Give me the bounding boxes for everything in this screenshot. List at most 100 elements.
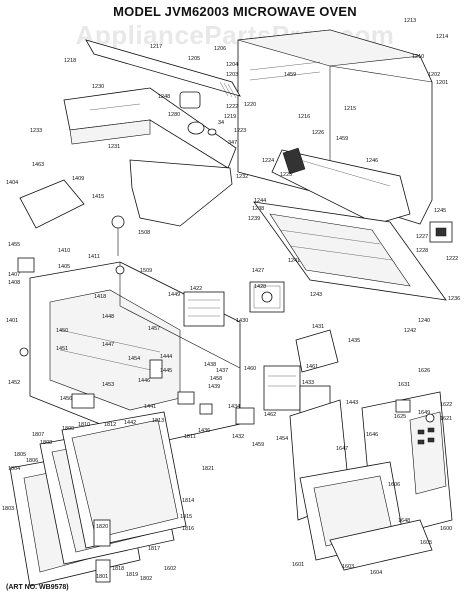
part-number-label: 1422: [190, 286, 202, 292]
part-number-label: 1449: [168, 292, 180, 298]
part-number-label: 1201: [436, 80, 448, 86]
part-number-label: 1202: [428, 72, 440, 78]
part-number-labels: 1213 1214 1217 1218 1206 1205 1204 1210 …: [2, 18, 460, 582]
part-number-label: 1816: [182, 526, 194, 532]
art-number: (ART NO. WB9578): [6, 584, 69, 591]
part-number-label: 1818: [112, 566, 124, 572]
part-number-label: 1239: [248, 216, 260, 222]
part-number-label: 1213: [404, 18, 416, 24]
part-number-label: 1243: [310, 292, 322, 298]
part-number-label: 1409: [72, 176, 84, 182]
part-number-label: 1601: [292, 562, 304, 568]
top-grille-strip: [85, 39, 241, 99]
part-number-label: 1454: [276, 436, 288, 442]
part-number-label: 1813: [152, 418, 164, 424]
part-number-label: 1227: [416, 234, 428, 240]
part-number-label: 1456: [60, 396, 72, 402]
part-number-label: 1427: [252, 268, 264, 274]
part-number-label: 1462: [264, 412, 276, 418]
part-number-label: 1244: [254, 198, 266, 204]
part-number-label: 1453: [102, 382, 114, 388]
part-number-label: 1216: [298, 114, 310, 120]
part-number-label: 1805: [14, 452, 26, 458]
part-number-label: 1808: [40, 440, 52, 446]
part-number-label: 347: [228, 140, 237, 146]
part-number-label: 1428: [254, 284, 266, 290]
part-number-label: 1222: [446, 256, 458, 262]
part-number-label: 1205: [188, 56, 200, 62]
part-number-label: 1508: [138, 230, 150, 236]
door-assembly: [9, 411, 187, 587]
part-number-label: 1459: [284, 72, 296, 78]
part-number-label: 1245: [434, 208, 446, 214]
part-number-label: 1448: [102, 314, 114, 320]
part-number-label: 1407: [8, 272, 20, 278]
part-number-label: 1241: [288, 258, 300, 264]
part-number-label: 1649: [418, 410, 430, 416]
part-number-label: 1807: [32, 432, 44, 438]
part-number-label: 1240: [418, 318, 430, 324]
part-number-label: 1228: [416, 248, 428, 254]
part-number-label: 1819: [126, 572, 138, 578]
part-number-label: 1458: [210, 376, 222, 382]
part-number-label: 1809: [62, 426, 74, 432]
part-number-label: 1806: [26, 458, 38, 464]
waveguide-cover-plate: [253, 201, 447, 301]
part-number-label: 1602: [164, 566, 176, 572]
part-number-label: 1404: [6, 180, 18, 186]
vent-duct-assembly: [63, 87, 237, 169]
part-number-label: 1441: [144, 404, 156, 410]
part-number-label: 1817: [148, 546, 160, 552]
part-number-label: 1439: [208, 384, 220, 390]
part-number-label: 1280: [168, 112, 180, 118]
part-number-label: 1450: [56, 328, 68, 334]
part-number-label: 1803: [2, 506, 14, 512]
transformer: [183, 291, 225, 327]
part-number-label: 1435: [348, 338, 360, 344]
part-number-label: 1812: [104, 422, 116, 428]
part-number-label: 1214: [436, 34, 448, 40]
fan-motor-parts: [179, 91, 217, 136]
part-number-label: 1203: [226, 72, 238, 78]
side-panel: [129, 159, 233, 227]
part-number-label: 1215: [344, 106, 356, 112]
small-parts: [17, 215, 435, 425]
part-number-label: 1605: [420, 540, 432, 546]
thermal-switch: [429, 221, 453, 243]
part-number-label: 1444: [160, 354, 172, 360]
part-number-label: 1405: [58, 264, 70, 270]
part-number-label: 1437: [216, 368, 228, 374]
part-number-label: 1418: [94, 294, 106, 300]
part-number-label: 1204: [226, 62, 238, 68]
part-number-label: 1415: [92, 194, 104, 200]
part-number-label: 1811: [184, 434, 196, 440]
part-number-label: 1434: [228, 404, 240, 410]
part-number-label: 1219: [224, 114, 236, 120]
part-number-label: 1433: [302, 380, 314, 386]
part-number-label: 1820: [96, 524, 108, 530]
part-number-label: 1606: [388, 482, 400, 488]
part-number-label: 1648: [398, 518, 410, 524]
part-number-label: 1445: [160, 368, 172, 374]
part-number-label: 1248: [158, 94, 170, 100]
part-number-label: 1625: [394, 414, 406, 420]
part-number-label: 1452: [8, 380, 20, 386]
part-number-label: 1230: [92, 84, 104, 90]
part-number-label: 1451: [56, 346, 68, 352]
part-number-label: 1463: [32, 162, 44, 168]
part-number-label: 1814: [182, 498, 194, 504]
part-number-label: 1238: [252, 206, 264, 212]
part-number-label: 1225: [280, 172, 292, 178]
bracket-1409: [19, 179, 85, 229]
part-number-label: 1459: [252, 442, 264, 448]
part-number-label: 1210: [412, 54, 424, 60]
part-number-label: 1810: [78, 422, 90, 428]
part-number-label: 1454: [128, 356, 140, 362]
page-title: MODEL JVM62003 MICROWAVE OVEN: [113, 4, 357, 19]
part-number-label: 1218: [64, 58, 76, 64]
part-number-label: 1438: [204, 362, 216, 368]
part-number-label: 1604: [370, 570, 382, 576]
blower-duct: [271, 147, 411, 225]
part-number-label: 1801: [96, 574, 108, 580]
